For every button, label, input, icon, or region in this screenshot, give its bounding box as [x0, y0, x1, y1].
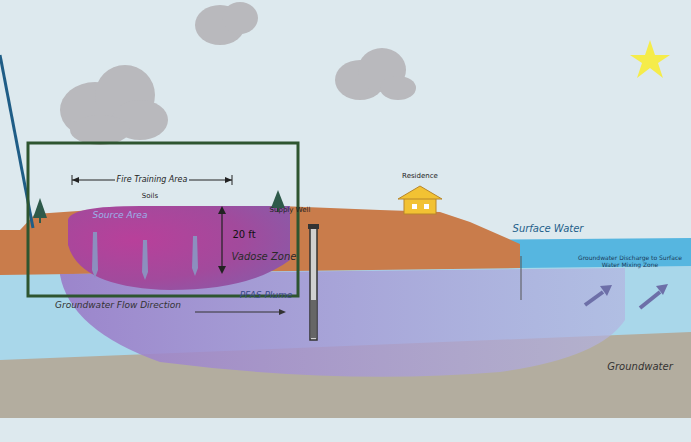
area-dimension	[72, 175, 232, 185]
inset-frame	[28, 143, 298, 296]
soils-label: Soils	[142, 193, 158, 201]
water-divider	[521, 256, 522, 300]
infiltration-drips	[92, 232, 198, 280]
source-area	[68, 206, 290, 290]
discharge-arrows	[585, 284, 668, 308]
source-area-label: Source Area	[93, 211, 148, 221]
water-label: Surface Water	[513, 223, 584, 234]
house	[398, 186, 442, 214]
trees	[33, 190, 285, 223]
depth-label: 20 ft	[232, 229, 255, 240]
sun	[630, 40, 670, 78]
discharge-label: Groundwater Discharge to Surface Water M…	[575, 255, 685, 268]
depth-dimension	[218, 206, 226, 274]
clouds	[60, 2, 416, 145]
house-label: Residence	[402, 173, 438, 181]
groundwater-label: Groundwater	[607, 361, 673, 372]
flow-label: Groundwater Flow Direction	[55, 301, 181, 311]
flow-arrow	[195, 309, 286, 315]
well-label: Supply Well	[270, 207, 311, 215]
supply-well	[308, 224, 319, 340]
area-label: Fire Training Area	[115, 176, 190, 185]
zone-label: Vadose Zone	[232, 251, 297, 262]
plume-label: PFAS Plume	[240, 291, 293, 301]
